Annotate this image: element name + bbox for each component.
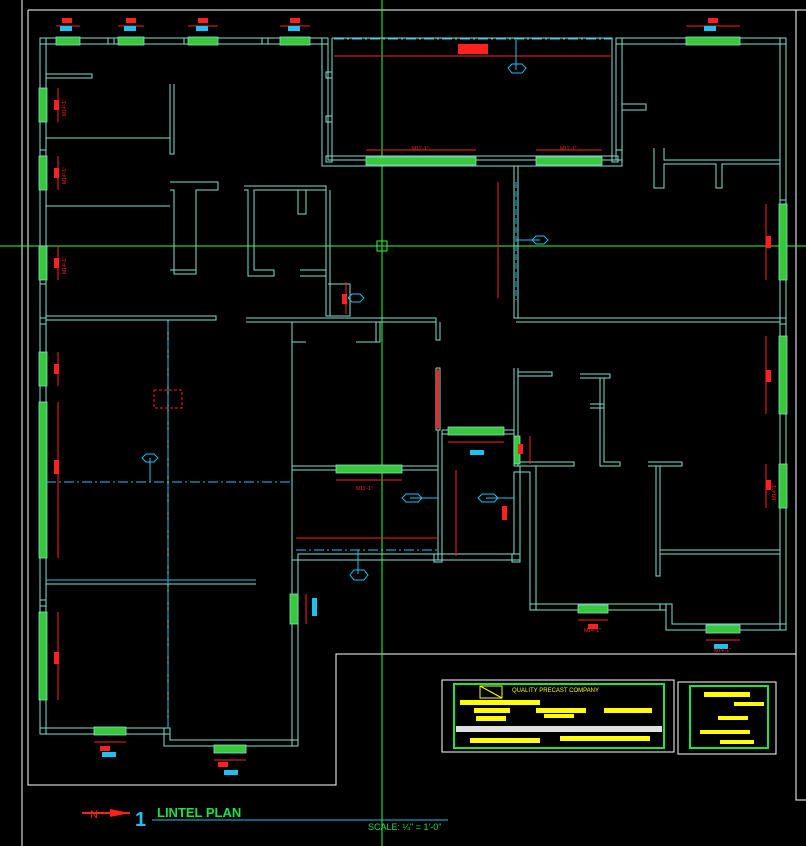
lintel-tag-text: M14'-1" bbox=[772, 483, 778, 500]
exterior-walls bbox=[39, 37, 787, 747]
lintel-tag-text: M14'-1" bbox=[62, 99, 68, 116]
lintel-tag-text: M11'-1" bbox=[560, 146, 577, 152]
svg-text:N: N bbox=[90, 809, 98, 821]
lintel-tag-cyan bbox=[60, 26, 728, 775]
view-number: 1 bbox=[135, 809, 146, 831]
drawing-title: LINTEL PLAN bbox=[157, 805, 241, 820]
title-block-company: QUALITY PRECAST COMPANY bbox=[512, 688, 599, 694]
sheet-border bbox=[21, 0, 806, 846]
north-arrow-icon: N bbox=[82, 809, 130, 821]
lintel-tag-text: M11'-1" bbox=[356, 486, 373, 492]
lintel-tag-text: M14'-1" bbox=[62, 167, 68, 184]
lintel-tag-text: M14'-1" bbox=[714, 648, 731, 654]
interior-walls bbox=[46, 70, 781, 728]
title-block bbox=[441, 679, 777, 755]
lintel-tag-text: M14'-1" bbox=[62, 257, 68, 274]
lintel-tag-markers bbox=[54, 18, 771, 767]
lintel-tag-text: M14'-1" bbox=[584, 628, 601, 634]
lintel-segments bbox=[38, 36, 788, 754]
drawing-scale: SCALE: ¼" = 1'-0" bbox=[368, 822, 441, 832]
lintel-tag-text: M11'-1" bbox=[412, 146, 429, 152]
section-leaders bbox=[46, 38, 612, 728]
dimension-lines bbox=[56, 25, 767, 761]
column-markers bbox=[39, 37, 787, 747]
